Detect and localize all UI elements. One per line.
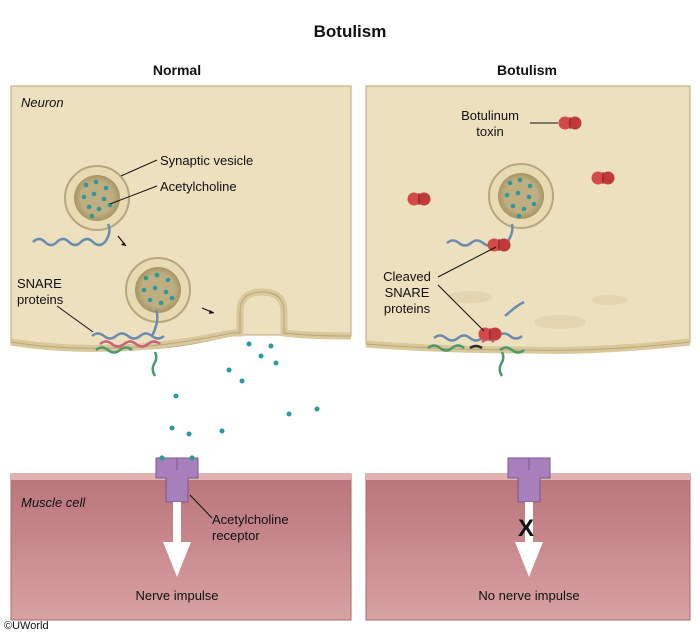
synaptic-vesicle-1 xyxy=(64,165,130,231)
cleaved-snare-label: Cleaved SNARE proteins xyxy=(383,269,431,316)
arrow-2-head xyxy=(209,310,214,314)
no-nerve-impulse-label: No nerve impulse xyxy=(478,588,580,603)
synaptic-vesicle-2 xyxy=(125,257,191,323)
no-impulse-arrow xyxy=(515,502,543,577)
snare-helix-v1 xyxy=(32,237,106,247)
heading-normal: Normal xyxy=(152,62,202,78)
snare-complex-normal xyxy=(91,309,165,377)
snare-complex-cleaved xyxy=(427,300,525,377)
receptor-label: Acetylcholine receptor xyxy=(212,512,289,543)
nerve-impulse-label: Nerve impulse xyxy=(135,588,219,603)
botulinum-toxin-molecules xyxy=(407,116,615,341)
page-title: Botulism xyxy=(313,22,387,41)
botulinum-toxin-label: Botulinum toxin xyxy=(461,108,519,139)
nerve-impulse-arrow xyxy=(163,502,191,577)
neuron-terminal-normal xyxy=(10,85,352,352)
neuron-label: Neuron xyxy=(21,95,64,110)
synaptic-vesicle-botulism xyxy=(488,163,554,229)
released-acetylcholine xyxy=(169,341,320,437)
snare-label: SNARE proteins xyxy=(17,276,64,307)
acetylcholine-receptor-normal xyxy=(155,455,199,503)
acetylcholine-label: Acetylcholine xyxy=(160,179,237,194)
copyright: ©UWorld xyxy=(4,620,49,632)
synaptic-vesicle-label: Synaptic vesicle xyxy=(160,153,254,168)
arrow-1-head xyxy=(121,242,126,246)
muscle-cell-label: Muscle cell xyxy=(21,495,86,510)
block-x-icon: X xyxy=(518,515,535,542)
acetylcholine-receptor-botulism xyxy=(507,457,551,503)
snare-tail-v1 xyxy=(103,223,111,243)
receptor-leader xyxy=(189,494,213,519)
leader-lines xyxy=(56,122,558,333)
heading-botulism: Botulism xyxy=(497,62,557,78)
